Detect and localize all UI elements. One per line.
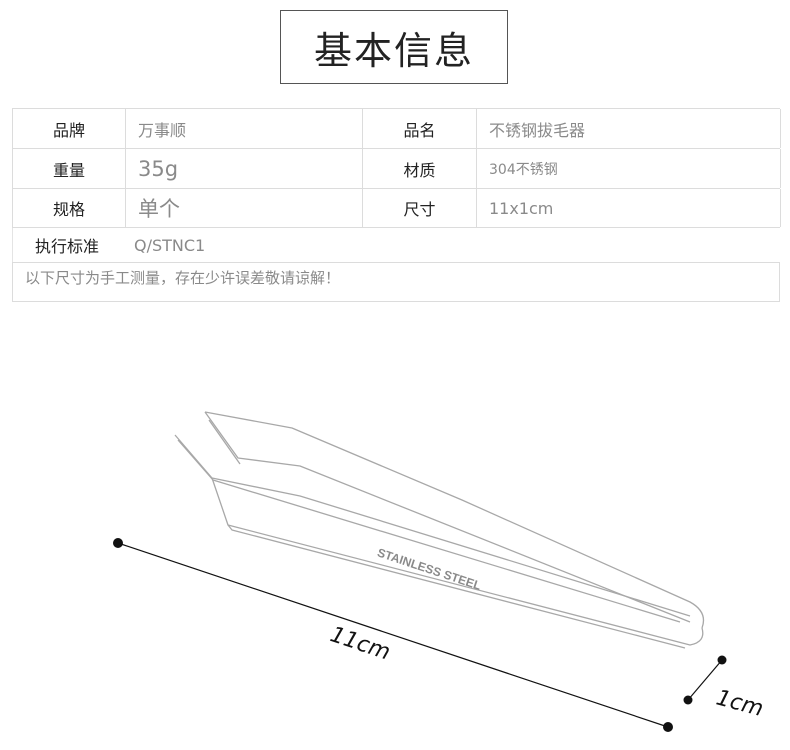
brand-value: 万事顺	[126, 109, 363, 148]
size-value: 11x1cm	[477, 189, 781, 227]
page-title: 基本信息	[280, 10, 508, 84]
measurement-note: 以下尺寸为手工测量，存在少许误差敬请谅解！	[12, 262, 780, 302]
length-start-dot	[113, 538, 123, 548]
width-end-dot	[683, 695, 693, 705]
table-row: 规格 单个 尺寸 11x1cm	[12, 188, 781, 228]
length-dimension-line	[117, 542, 669, 728]
width-label: 1cm	[713, 685, 765, 721]
table-row: 执行标准 Q/STNC1	[12, 228, 780, 262]
brand-label: 品牌	[13, 109, 126, 148]
width-dimension-line	[687, 659, 723, 701]
standard-label: 执行标准	[35, 237, 100, 256]
weight-value: 35g	[126, 149, 363, 188]
width-start-dot	[717, 655, 727, 665]
table-row: 重量 35g 材质 304不锈钢	[12, 148, 781, 188]
tweezers-illustration: STAINLESS STEEL 11cm 1cm	[113, 411, 766, 732]
spec-value: 单个	[126, 189, 363, 227]
table-row: 品牌 万事顺 品名 不锈钢拔毛器	[12, 108, 781, 148]
product-name-label: 品名	[363, 109, 477, 148]
tweezers-icon	[174, 411, 705, 649]
spec-label: 规格	[13, 189, 126, 227]
standard-value: Q/STNC1	[134, 235, 206, 255]
engraving-text: STAINLESS STEEL	[376, 545, 483, 593]
material-label: 材质	[363, 149, 477, 188]
spec-table: 品牌 万事顺 品名 不锈钢拔毛器 重量 35g 材质 304不锈钢 规格 单个 …	[12, 108, 781, 302]
size-label: 尺寸	[363, 189, 477, 227]
weight-label: 重量	[13, 149, 126, 188]
material-value: 304不锈钢	[477, 149, 781, 188]
product-name-value: 不锈钢拔毛器	[477, 109, 781, 148]
length-end-dot	[663, 722, 673, 732]
length-label: 11cm	[327, 622, 393, 665]
